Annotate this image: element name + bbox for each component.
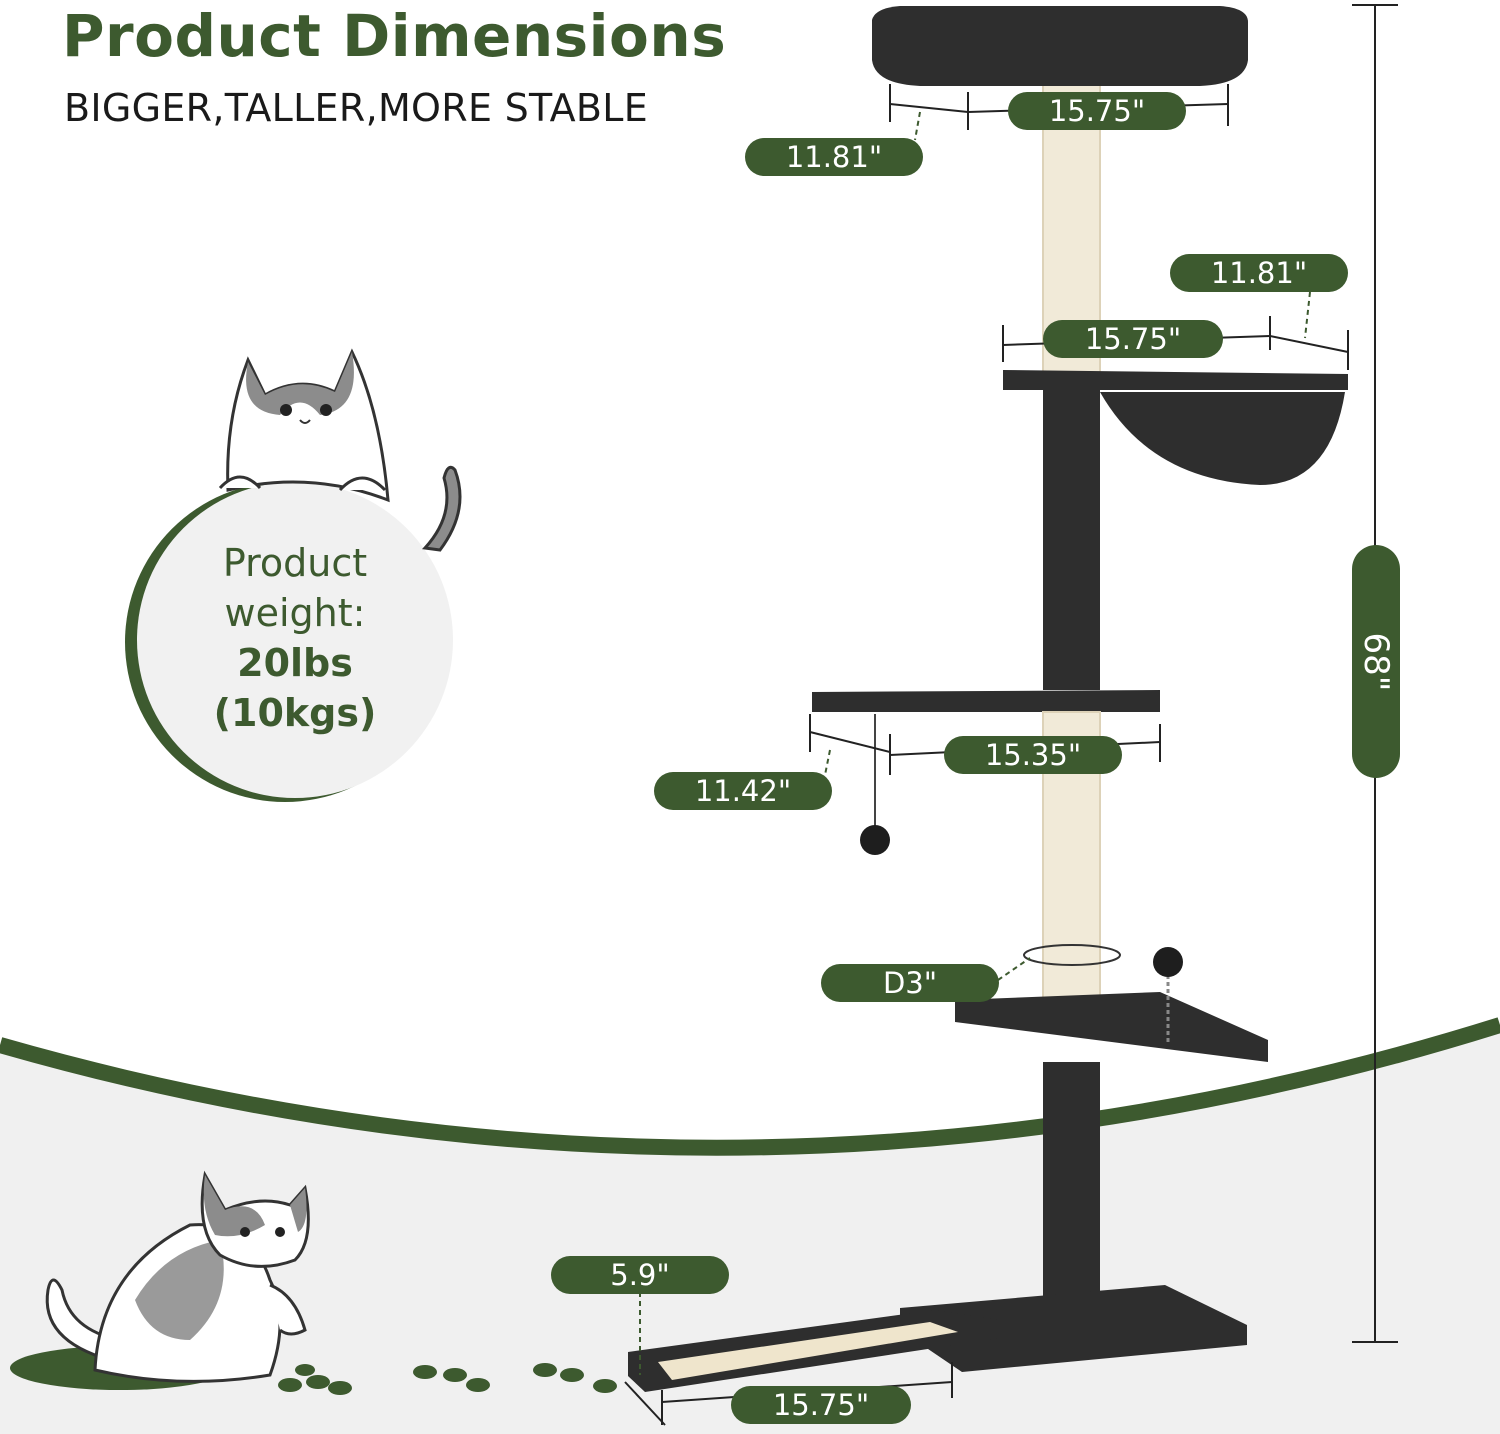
dim-post-diameter: D3" bbox=[821, 964, 999, 1002]
base-post bbox=[1043, 1062, 1100, 1327]
dim-scratch-board-width: 15.75" bbox=[731, 1386, 911, 1424]
green-swoosh bbox=[0, 1017, 1500, 1156]
lower-platform bbox=[955, 992, 1268, 1062]
weight-value-kgs: (10kgs) bbox=[213, 691, 377, 735]
dim-top-perch-depth: 11.81" bbox=[745, 138, 923, 176]
page-title: Product Dimensions bbox=[62, 2, 727, 70]
post-diameter-ring bbox=[1023, 944, 1121, 966]
dim-total-height: 68" bbox=[1352, 545, 1400, 778]
hammock-post bbox=[1043, 390, 1100, 690]
scratch-pad bbox=[658, 1322, 958, 1380]
weight-info: Product weight: 20lbs (10kgs) bbox=[140, 538, 450, 738]
dim-hammock-width: 15.75" bbox=[1043, 320, 1223, 358]
peeking-cat-icon bbox=[218, 348, 462, 552]
weight-label-line1: Product bbox=[222, 541, 368, 585]
weight-label-line2: weight: bbox=[224, 591, 366, 635]
middle-platform bbox=[812, 690, 1160, 712]
dim-hammock-depth: 11.81" bbox=[1170, 254, 1348, 292]
weight-value-lbs: 20lbs bbox=[237, 641, 353, 685]
hammock bbox=[1100, 392, 1345, 485]
dim-total-height-label: 68" bbox=[1356, 632, 1396, 691]
top-perch bbox=[872, 6, 1248, 86]
weight-badge bbox=[125, 482, 453, 802]
dim-scratch-board-height: 5.9" bbox=[551, 1256, 729, 1294]
spring-pompom bbox=[1153, 947, 1183, 977]
hammock-frame bbox=[1003, 370, 1348, 390]
sitting-cat-icon bbox=[10, 1170, 310, 1390]
page-subtitle: BIGGER,TALLER,MORE STABLE bbox=[64, 86, 649, 130]
hanging-pompom bbox=[860, 825, 890, 855]
cat-tree bbox=[628, 6, 1348, 1392]
dim-middle-platform-depth: 11.42" bbox=[654, 772, 832, 810]
base-platform bbox=[900, 1285, 1247, 1372]
paw-prints-icon bbox=[278, 1363, 617, 1395]
dim-middle-platform-width: 15.35" bbox=[944, 736, 1122, 774]
dim-top-perch-width: 15.75" bbox=[1008, 92, 1186, 130]
